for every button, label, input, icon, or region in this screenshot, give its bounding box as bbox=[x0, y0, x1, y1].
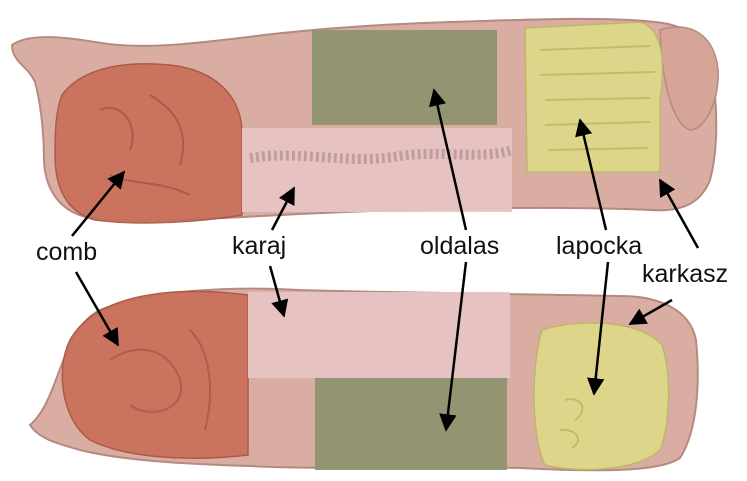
label-oldalas: oldalas bbox=[420, 234, 499, 259]
bottom-carcass-view bbox=[30, 289, 698, 471]
top-karaj-region bbox=[242, 128, 512, 212]
label-karkasz: karkasz bbox=[642, 262, 728, 287]
label-karaj: karaj bbox=[232, 234, 286, 259]
bottom-comb-region bbox=[62, 291, 248, 458]
top-comb-region bbox=[55, 64, 242, 223]
bottom-karaj-region bbox=[248, 292, 510, 378]
bottom-lapocka-region bbox=[534, 323, 669, 470]
top-oldalas-region bbox=[312, 30, 497, 125]
top-carcass-view bbox=[12, 19, 718, 223]
bottom-oldalas-region bbox=[315, 378, 507, 470]
label-lapocka: lapocka bbox=[556, 234, 642, 259]
label-comb: comb bbox=[36, 240, 97, 265]
